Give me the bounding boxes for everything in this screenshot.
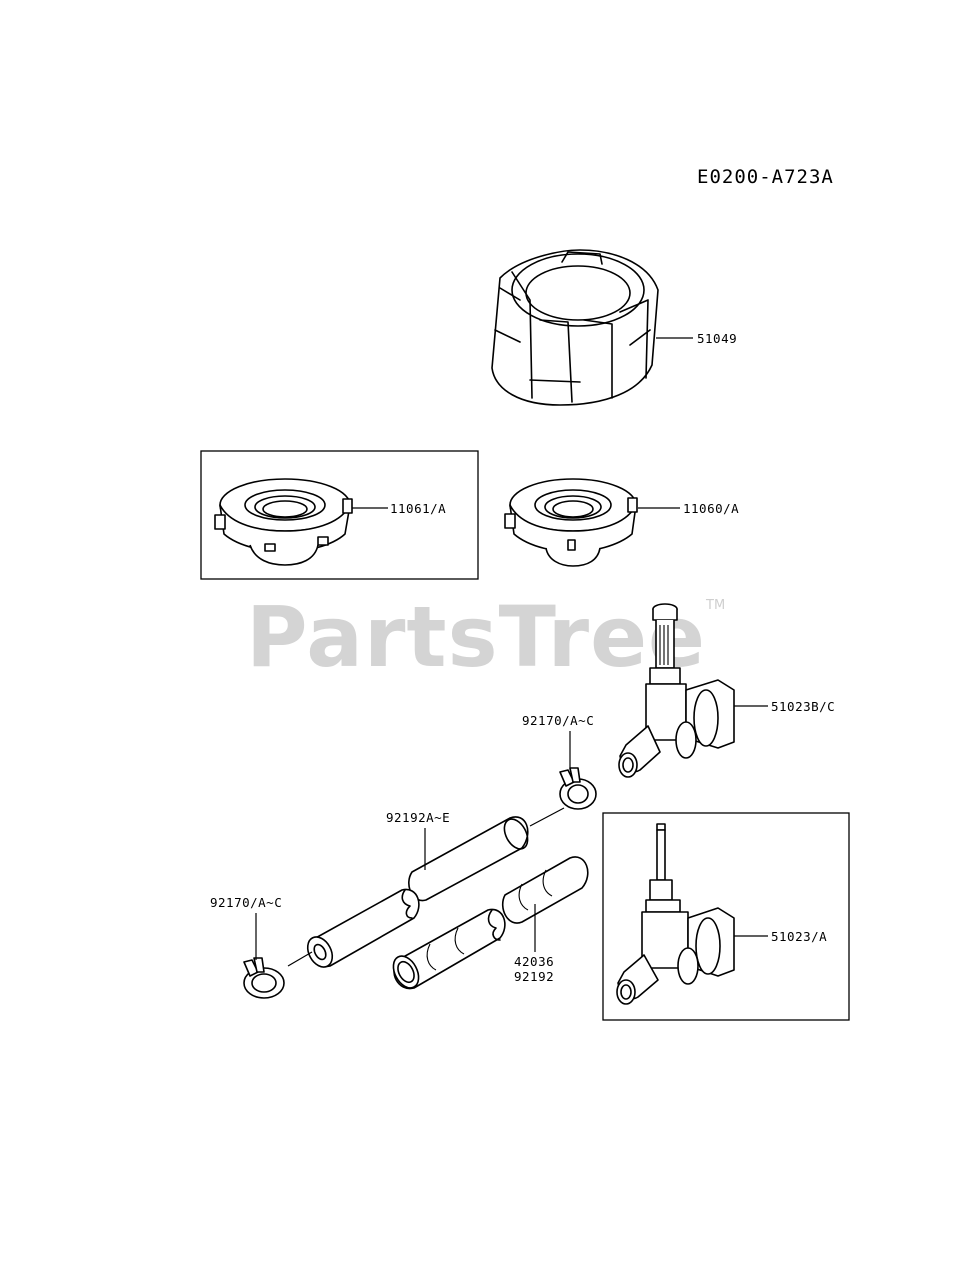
leader-clamp-hose-lower <box>287 951 313 967</box>
part-label-51049[interactable]: 51049 <box>697 331 738 346</box>
part-label-51023a[interactable]: 51023/A <box>771 929 828 944</box>
fuel-hose-42036-drawing[interactable] <box>388 856 589 992</box>
fuel-cock-51023a-drawing[interactable] <box>616 823 735 1005</box>
fuel-filter-11060-drawing[interactable] <box>504 478 638 567</box>
part-label-51023bc[interactable]: 51023B/C <box>771 699 836 714</box>
leader-clamp-hose <box>529 807 565 827</box>
part-label-11061a[interactable]: 11061/A <box>390 501 447 516</box>
fuel-filter-11061-drawing[interactable] <box>214 478 353 566</box>
part-label-92192[interactable]: 92192 <box>514 969 555 984</box>
diagram-code: E0200-A723A <box>697 166 834 188</box>
frame-11061 <box>200 450 479 580</box>
hose-clamp-lower-drawing[interactable] <box>243 957 285 999</box>
part-label-92192a-e[interactable]: 92192A~E <box>386 810 451 825</box>
fuel-hose-92192-drawing[interactable] <box>303 815 533 971</box>
part-label-42036[interactable]: 42036 <box>514 954 555 969</box>
hose-clamp-upper-drawing[interactable] <box>559 767 597 810</box>
part-label-92170-lower[interactable]: 92170/A~C <box>210 895 283 910</box>
fuel-cock-51023bc-drawing[interactable] <box>618 603 735 778</box>
watermark-trademark: TM <box>706 598 726 613</box>
fuel-cap-drawing[interactable] <box>491 249 659 406</box>
part-label-11060a[interactable]: 11060/A <box>683 501 740 516</box>
frame-51023a <box>602 812 850 1021</box>
watermark-brand: PartsTree <box>246 588 707 686</box>
part-label-92170-upper[interactable]: 92170/A~C <box>522 713 595 728</box>
